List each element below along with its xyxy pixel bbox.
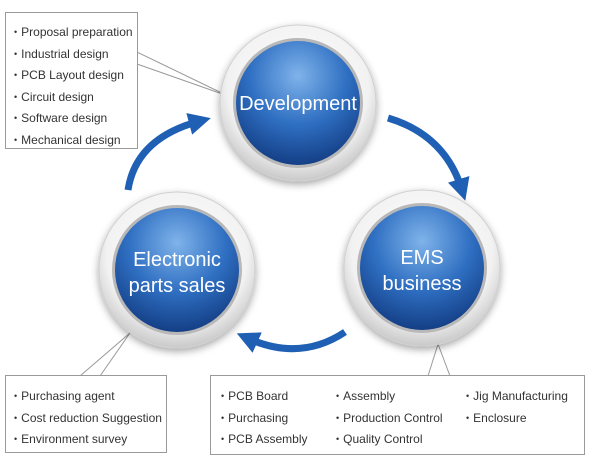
- parts-list: Purchasing agent Cost reduction Suggesti…: [14, 386, 166, 451]
- development-callout: Proposal preparation Industrial design P…: [5, 12, 138, 149]
- parts-callout-pointer: [78, 332, 131, 377]
- list-item: Environment survey: [14, 429, 166, 451]
- list-item: Industrial design: [14, 44, 137, 66]
- arrow-parts-to-development: [124, 113, 211, 191]
- list-item: Circuit design: [14, 87, 137, 109]
- ems-list-column-3: Jig Manufacturing Enclosure: [466, 386, 568, 429]
- list-item: Enclosure: [466, 408, 568, 430]
- list-item: Production Control: [336, 408, 442, 430]
- arrow-ems-to-parts: [236, 329, 347, 353]
- parts-callout: Purchasing agent Cost reduction Suggesti…: [5, 375, 167, 453]
- list-item: Quality Control: [336, 429, 443, 451]
- ems-list-column-2: Assembly Production Control Quality Cont…: [336, 386, 443, 451]
- development-callout-pointer: [136, 51, 229, 97]
- list-item: Cost reduction Suggestion: [14, 408, 166, 430]
- list-item: Mechanical design: [14, 130, 137, 152]
- list-item: PCB Board: [221, 386, 308, 408]
- list-item: PCB Assembly: [221, 429, 307, 451]
- ems-node: EMS business: [343, 189, 501, 347]
- development-list: Proposal preparation Industrial design P…: [14, 22, 137, 151]
- ems-label-line1: EMS: [400, 247, 443, 269]
- parts-node: Electronic parts sales: [98, 191, 256, 349]
- ems-label-line2: business: [383, 273, 462, 295]
- list-item: Purchasing agent: [14, 386, 166, 408]
- list-item: Purchasing: [221, 408, 308, 430]
- parts-label-line2: parts sales: [129, 275, 226, 297]
- list-item: Software design: [14, 108, 137, 130]
- list-item: Jig Manufacturing: [466, 386, 568, 408]
- list-item: PCB Layout design: [14, 65, 137, 87]
- development-label: Development: [239, 93, 357, 115]
- list-item: Assembly: [336, 386, 443, 408]
- arrow-development-to-ems: [386, 114, 470, 201]
- ems-callout: PCB Board Purchasing PCB Assembly Assemb…: [210, 375, 585, 455]
- development-node: Development: [219, 24, 377, 182]
- ems-list-column-1: PCB Board Purchasing PCB Assembly: [221, 386, 308, 451]
- parts-label-line1: Electronic: [133, 249, 221, 271]
- list-item: Proposal preparation: [14, 22, 137, 44]
- ems-callout-pointer: [427, 342, 451, 377]
